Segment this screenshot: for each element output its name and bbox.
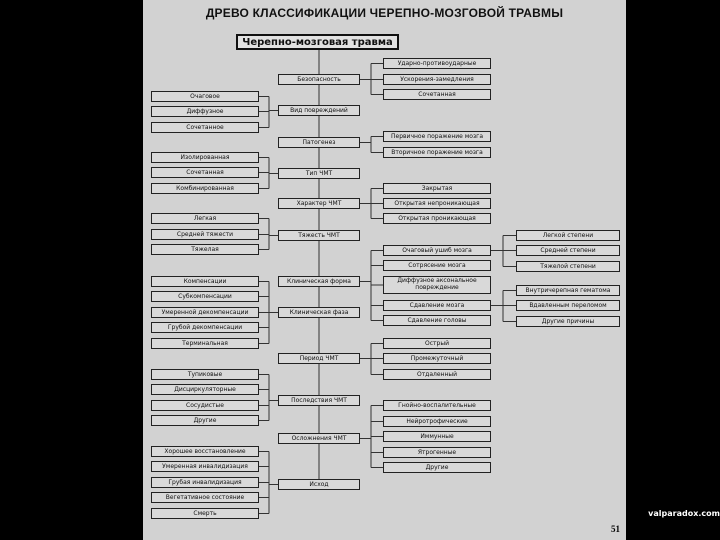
far-right-node: Легкой степени: [516, 230, 620, 241]
center-node: Патогенез: [278, 137, 360, 148]
left-node: Умеренной декомпенсации: [151, 307, 259, 318]
left-node: Тяжелая: [151, 244, 259, 255]
right-node: Сдавление мозга: [383, 300, 491, 311]
right-node: Отдаленный: [383, 369, 491, 380]
right-node: Первичное поражение мозга: [383, 131, 491, 142]
right-node: Сдавление головы: [383, 315, 491, 326]
center-node: Клиническая фаза: [278, 307, 360, 318]
left-node: Диффузное: [151, 106, 259, 117]
far-right-node: Тяжелой степени: [516, 261, 620, 272]
center-node: Последствия ЧМТ: [278, 395, 360, 406]
right-node: Иммунные: [383, 431, 491, 442]
right-node: Очаговый ушиб мозга: [383, 245, 491, 256]
left-node: Хорошее восстановление: [151, 446, 259, 457]
watermark-text: valparadox.com: [648, 509, 720, 518]
right-node: Ударно-противоударные: [383, 58, 491, 69]
left-node: Сочетанное: [151, 122, 259, 133]
center-node: Характер ЧМТ: [278, 198, 360, 209]
page-number: 51: [611, 524, 620, 534]
left-node: Умеренная инвалидизация: [151, 461, 259, 472]
left-node: Тупиковые: [151, 369, 259, 380]
far-right-node: Внутричерепная гематома: [516, 285, 620, 296]
left-node: Сосудистые: [151, 400, 259, 411]
right-node: Нейротрофические: [383, 416, 491, 427]
right-node: Открытая проникающая: [383, 213, 491, 224]
document-page: ДРЕВО КЛАССИФИКАЦИИ ЧЕРЕПНО-МОЗГОВОЙ ТРА…: [143, 0, 626, 540]
center-node: Период ЧМТ: [278, 353, 360, 364]
left-node: Другие: [151, 415, 259, 426]
left-node: Вегетативное состояние: [151, 492, 259, 503]
right-node: Острый: [383, 338, 491, 349]
left-node: Очаговое: [151, 91, 259, 102]
left-node: Терминальная: [151, 338, 259, 349]
root-node: Черепно-мозговая травма: [236, 34, 399, 50]
center-node: Тяжесть ЧМТ: [278, 230, 360, 241]
center-node: Тип ЧМТ: [278, 168, 360, 179]
right-node: Промежуточный: [383, 353, 491, 364]
right-node: Диффузное аксональное повреждение: [383, 276, 491, 294]
left-node: Смерть: [151, 508, 259, 519]
left-node: Легкая: [151, 213, 259, 224]
left-node: Изолированная: [151, 152, 259, 163]
left-node: Сочетанная: [151, 167, 259, 178]
center-node: Безопасность: [278, 74, 360, 85]
center-node: Клиническая форма: [278, 276, 360, 287]
far-right-node: Другие причины: [516, 316, 620, 327]
center-node: Вид повреждений: [278, 105, 360, 116]
center-node: Исход: [278, 479, 360, 490]
left-node: Грубая инвалидизация: [151, 477, 259, 488]
connector-lines: [259, 50, 516, 514]
left-node: Комбинированная: [151, 183, 259, 194]
right-node: Гнойно-воспалительные: [383, 400, 491, 411]
far-right-node: Вдавленным переломом: [516, 300, 620, 311]
right-node: Сочетанная: [383, 89, 491, 100]
far-right-node: Средней степени: [516, 245, 620, 256]
left-node: Дисциркуляторные: [151, 384, 259, 395]
right-node: Закрытая: [383, 183, 491, 194]
right-node: Другие: [383, 462, 491, 473]
left-node: Средней тяжести: [151, 229, 259, 240]
right-node: Ятрогенные: [383, 447, 491, 458]
right-node: Открытая непроникающая: [383, 198, 491, 209]
left-node: Субкомпенсации: [151, 291, 259, 302]
left-node: Грубой декомпенсации: [151, 322, 259, 333]
center-node: Осложнения ЧМТ: [278, 433, 360, 444]
right-node: Сотрясение мозга: [383, 260, 491, 271]
left-node: Компенсации: [151, 276, 259, 287]
right-node: Ускорения-замедления: [383, 74, 491, 85]
right-node: Вторичное поражение мозга: [383, 147, 491, 158]
diagram-title: ДРЕВО КЛАССИФИКАЦИИ ЧЕРЕПНО-МОЗГОВОЙ ТРА…: [205, 6, 564, 20]
